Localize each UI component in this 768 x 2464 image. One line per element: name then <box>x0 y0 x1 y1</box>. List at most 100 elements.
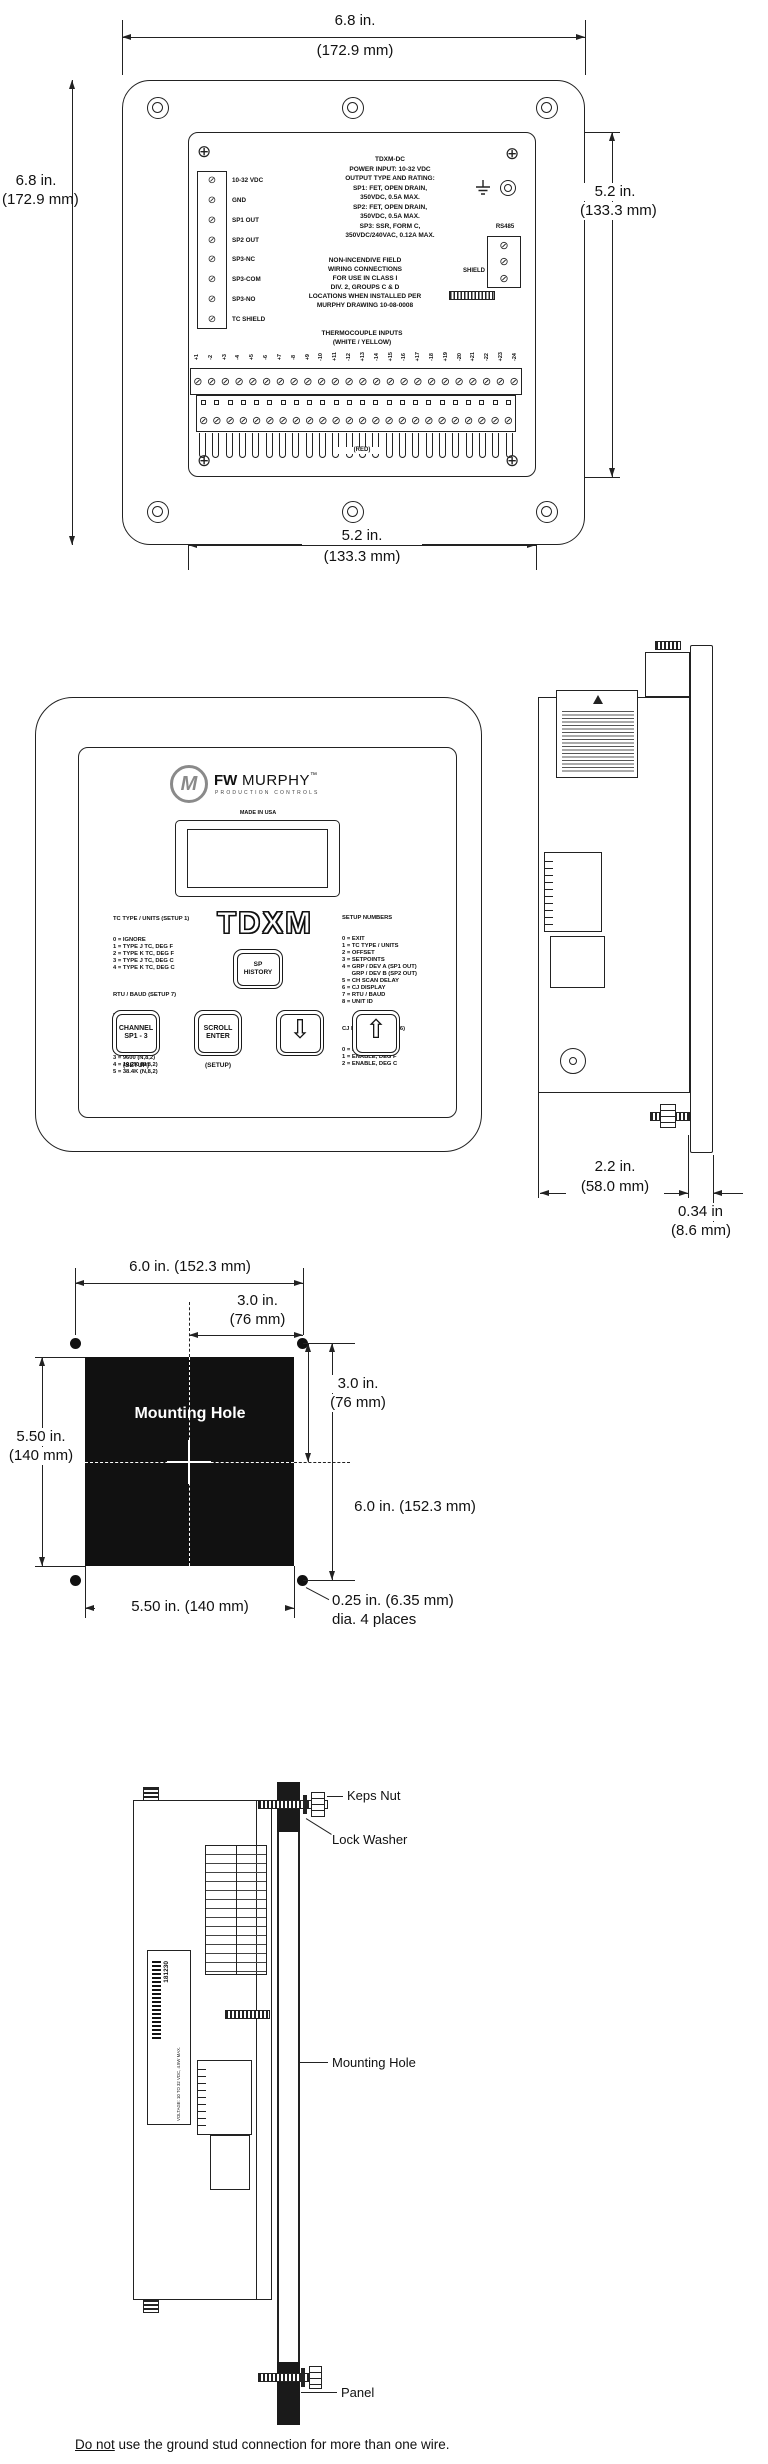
tc-loop-cell <box>356 432 369 459</box>
sticker-voltage: VOLTAGE: 10 TO 32 VDC, 4.5W MAX. <box>176 2046 181 2121</box>
tc-loop-cell <box>449 432 462 459</box>
terminal-screw-icon <box>193 375 202 388</box>
tc-screw-cell <box>370 369 384 394</box>
mounting-boss <box>147 501 169 523</box>
tc-number: +13 <box>359 352 366 362</box>
extension-line <box>35 1566 85 1567</box>
tc-loop-cell <box>383 432 396 459</box>
panel-mounting-diagram: 181230 VOLTAGE: 10 TO 32 VDC, 4.5W MAX. … <box>0 1770 768 2430</box>
extension-line <box>35 1357 85 1358</box>
terminal-label: SP1 OUT <box>232 216 259 224</box>
tc-square-cell <box>210 397 223 408</box>
wire-loop-icon <box>492 433 500 458</box>
tc-screw-cell <box>191 369 205 394</box>
dim-holes-height-mm: (133.3 mm) <box>578 202 657 220</box>
tc-screw-cell <box>507 369 521 394</box>
terminal-square-icon <box>214 400 220 405</box>
tc-number: -14 <box>373 353 380 361</box>
terminal-screw-icon <box>496 375 505 388</box>
dim-cut-height-mm: (140 mm) <box>0 1447 82 1465</box>
list-line: GRP / DEV B (SP2 OUT) <box>342 971 417 977</box>
terminal-screw-icon <box>197 235 227 246</box>
wire-loop-icon <box>279 433 287 458</box>
tc-screw-cell <box>449 408 462 432</box>
tc-square-cell <box>303 397 316 408</box>
dim-line-top <box>122 34 585 40</box>
dim-depth-in: 2.2 in. <box>575 1158 655 1176</box>
tc-number: +7 <box>276 353 283 361</box>
scroll-enter-button: SCROLL ENTER <box>194 1010 242 1056</box>
tc-square-cell <box>224 397 237 408</box>
side-connector-lower <box>550 936 605 988</box>
tc-screw-cell <box>330 408 343 432</box>
tc-square-cell <box>422 397 435 408</box>
drill-hole <box>70 1338 81 1349</box>
tc-screw-cell <box>397 369 411 394</box>
side-connector-upper <box>544 852 602 932</box>
tc-screw-cell <box>383 408 396 432</box>
tc-loop-cell <box>476 432 489 459</box>
terminal-screw-icon <box>411 414 420 427</box>
tc-loop-cell <box>423 432 436 459</box>
keps-nut-label: Keps Nut <box>347 1788 401 1803</box>
terminal-label: SP3-COM <box>232 276 261 284</box>
extension-line <box>85 1566 86 1618</box>
tc-loop-cell <box>223 432 236 459</box>
tc-number-cell: -8 <box>287 347 301 367</box>
tc-number-cell: -4 <box>231 347 245 367</box>
terminal-screw-icon <box>438 414 447 427</box>
tc-loop-cell <box>409 432 422 459</box>
tc-square-cell <box>277 397 290 408</box>
terminal-square-icon <box>320 400 326 405</box>
mounting-hole-label: Mounting Hole <box>332 2055 416 2070</box>
extension-line <box>538 1093 539 1198</box>
lcd-display-frame <box>175 820 340 897</box>
list-line: 5 = CH SCAN DELAY <box>342 978 399 984</box>
terminal-square-icon <box>307 400 313 405</box>
dim-flange-in: 0.34 in <box>658 1203 743 1221</box>
tc-screw-cell <box>197 408 210 432</box>
list-line: 4 = TYPE K TC, DEG C <box>113 965 175 971</box>
tc-screw-cell <box>274 369 288 394</box>
panel-line <box>277 1782 279 2425</box>
tc-loop-cell <box>276 432 289 459</box>
panel-section-lower <box>277 2362 300 2425</box>
terminal-screw-icon <box>290 375 299 388</box>
tc-screw-cell <box>301 369 315 394</box>
terminal-screw-icon <box>279 414 288 427</box>
tc-square-cell <box>356 397 369 408</box>
dim-depth-mm: (58.0 mm) <box>566 1178 664 1196</box>
brand-rest: MURPHY <box>237 772 310 789</box>
terminal-screw-icon <box>197 175 227 186</box>
tc-square-row <box>197 397 515 408</box>
terminal-screw-icon <box>239 414 248 427</box>
tc-screw-cell <box>489 408 502 432</box>
tc-loop-cell <box>396 432 409 459</box>
tc-loop-cell <box>503 432 516 459</box>
lock-washer-label: Lock Washer <box>332 1832 408 1847</box>
tc-screw-cell <box>224 408 237 432</box>
tc-screw-cell <box>411 369 425 394</box>
wire-loop-icon <box>225 433 233 458</box>
rs485-label: RS485 <box>495 224 515 230</box>
terminal-label: SP2 OUT <box>232 236 259 244</box>
tc-screw-cell <box>494 369 508 394</box>
tc-screw-cell <box>462 408 475 432</box>
tc-screw-cell <box>342 369 356 394</box>
tc-number: +17 <box>415 352 422 362</box>
shield-label: SHIELD <box>462 268 485 274</box>
dim-flange-mm: (8.6 mm) <box>655 1222 747 1240</box>
tc-number-cell: +11 <box>328 347 342 367</box>
terminal-square-icon <box>293 400 299 405</box>
list-line: 4 = 19.2K (N,8,2) <box>113 1062 158 1068</box>
dim-half-top-mm: (76 mm) <box>215 1311 300 1329</box>
list-line: 1 = TYPE J TC, DEG F <box>113 944 174 950</box>
terminal-square-icon <box>280 400 286 405</box>
wire-loop-icon <box>385 433 393 458</box>
terminal-square-icon <box>426 400 432 405</box>
wire-loop-icon <box>479 433 487 458</box>
wire-loop-icon <box>239 433 247 458</box>
terminal-screw-icon <box>303 375 312 388</box>
tc-number: +15 <box>387 352 394 362</box>
tc-screw-cell <box>205 369 219 394</box>
